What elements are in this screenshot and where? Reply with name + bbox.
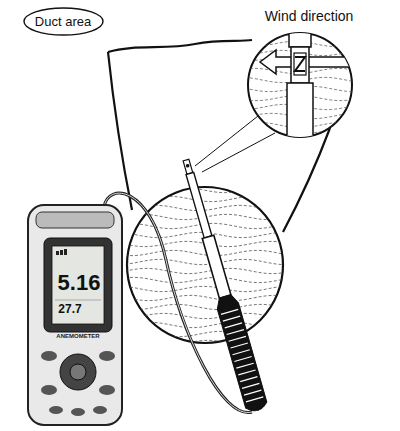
ellipse-shape [24, 8, 103, 35]
zoom-leader [195, 116, 275, 172]
callout-ellipse: Duct area [23, 7, 104, 36]
lcd-reading: 5.16 [58, 271, 101, 295]
probe [175, 157, 268, 413]
callout-text: Duct area [35, 14, 92, 29]
anemometer-body [28, 205, 122, 425]
caption-label: Wind direction [265, 9, 354, 24]
wind-direction-inset [245, 25, 353, 153]
device-name: ANEMOMETER [56, 333, 99, 340]
lcd-reading: 27.7 [58, 303, 81, 316]
